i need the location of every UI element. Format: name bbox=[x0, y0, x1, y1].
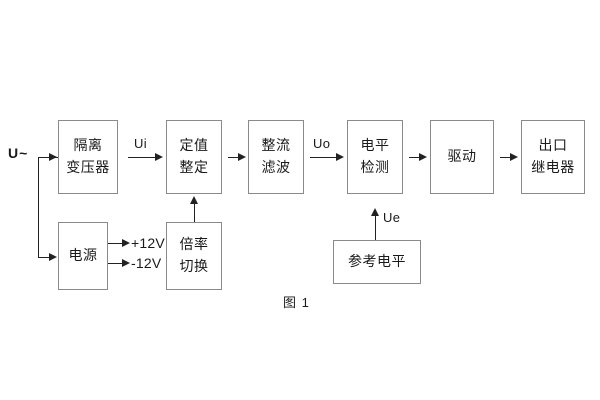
rail-label-negative: -12V bbox=[131, 255, 162, 271]
figure-caption: 图 1 bbox=[283, 295, 310, 310]
block-line: 驱动 bbox=[447, 148, 477, 165]
block-line: 倍率 bbox=[179, 236, 209, 253]
block-setting-value[interactable]: 定值 整定 bbox=[166, 120, 222, 194]
connector-rail-negative bbox=[108, 263, 124, 264]
block-driver[interactable]: 驱动 bbox=[430, 120, 494, 194]
block-line: 检测 bbox=[360, 159, 390, 175]
block-line: 隔离 bbox=[73, 137, 103, 154]
arrowhead-input-to-isolation bbox=[49, 152, 57, 161]
connector-isolation-to-setting bbox=[128, 157, 156, 158]
block-level-detection[interactable]: 电平 检测 bbox=[347, 120, 403, 194]
block-line: 出口 bbox=[538, 137, 568, 154]
connector-multiplier-to-setting bbox=[194, 202, 195, 222]
block-line: 定值 bbox=[179, 137, 209, 154]
block-line: 切换 bbox=[179, 258, 209, 274]
arrowhead-rail-positive bbox=[122, 238, 130, 247]
signal-label-ue: Ue bbox=[383, 210, 401, 225]
arrowhead-input-to-power bbox=[49, 252, 57, 261]
arrowhead-driver-to-relay bbox=[510, 152, 518, 161]
arrowhead-setting-to-rectifier bbox=[238, 152, 246, 161]
arrowhead-isolation-to-setting bbox=[155, 152, 163, 161]
connector-level-to-driver bbox=[409, 157, 421, 158]
block-line: 整定 bbox=[179, 159, 209, 175]
arrowhead-level-to-driver bbox=[419, 152, 427, 161]
block-rectifier-filter[interactable]: 整流 滤波 bbox=[248, 120, 304, 194]
block-line: 电源 bbox=[68, 247, 98, 264]
rail-label-positive: +12V bbox=[131, 235, 165, 251]
connector-input-to-power bbox=[38, 257, 50, 258]
connector-input-branch-bus bbox=[38, 157, 39, 257]
connector-reference-to-level bbox=[375, 214, 376, 240]
signal-label-ui: Ui bbox=[134, 136, 147, 151]
connector-driver-to-relay bbox=[500, 157, 512, 158]
block-line: 参考电平 bbox=[348, 253, 406, 270]
connector-rectifier-to-level bbox=[310, 157, 336, 158]
arrowhead-multiplier-to-setting bbox=[189, 196, 198, 204]
block-power-supply[interactable]: 电源 bbox=[58, 222, 108, 290]
arrowhead-rectifier-to-level bbox=[336, 152, 344, 161]
connector-rail-positive bbox=[108, 243, 124, 244]
connector-setting-to-rectifier bbox=[228, 157, 240, 158]
signal-label-uo: Uo bbox=[313, 136, 331, 151]
block-output-relay[interactable]: 出口 继电器 bbox=[521, 120, 585, 194]
arrowhead-reference-to-level bbox=[370, 208, 379, 216]
block-isolation-transformer[interactable]: 隔离 变压器 bbox=[58, 120, 118, 194]
block-line: 电平 bbox=[360, 137, 390, 154]
block-line: 变压器 bbox=[66, 159, 110, 175]
input-source-label: U~ bbox=[8, 145, 29, 161]
block-line: 整流 bbox=[261, 137, 291, 154]
block-line: 滤波 bbox=[261, 159, 291, 175]
block-line: 继电器 bbox=[531, 159, 575, 175]
block-reference-level[interactable]: 参考电平 bbox=[333, 240, 421, 284]
arrowhead-rail-negative bbox=[122, 258, 130, 267]
block-multiplier-switch[interactable]: 倍率 切换 bbox=[166, 222, 222, 290]
